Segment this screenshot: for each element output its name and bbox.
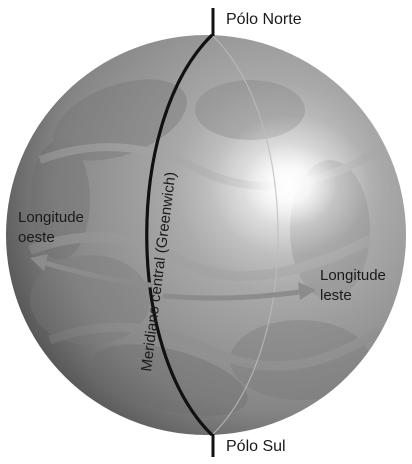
west-longitude-arrow bbox=[30, 254, 153, 288]
central-meridian-line bbox=[145, 33, 214, 437]
east-longitude-label-line2: leste bbox=[320, 287, 352, 304]
west-longitude-label-line2: oeste bbox=[18, 229, 55, 246]
east-longitude-arrow bbox=[162, 282, 316, 301]
back-meridian bbox=[211, 34, 279, 436]
north-pole-label: Pólo Norte bbox=[226, 11, 302, 28]
east-longitude-label-line1: Longitude bbox=[320, 267, 386, 284]
globe-texture bbox=[28, 79, 383, 416]
globe-highlight bbox=[210, 115, 370, 255]
west-longitude-label-line1: Longitude bbox=[18, 209, 84, 226]
south-pole-label: Pólo Sul bbox=[226, 438, 286, 455]
